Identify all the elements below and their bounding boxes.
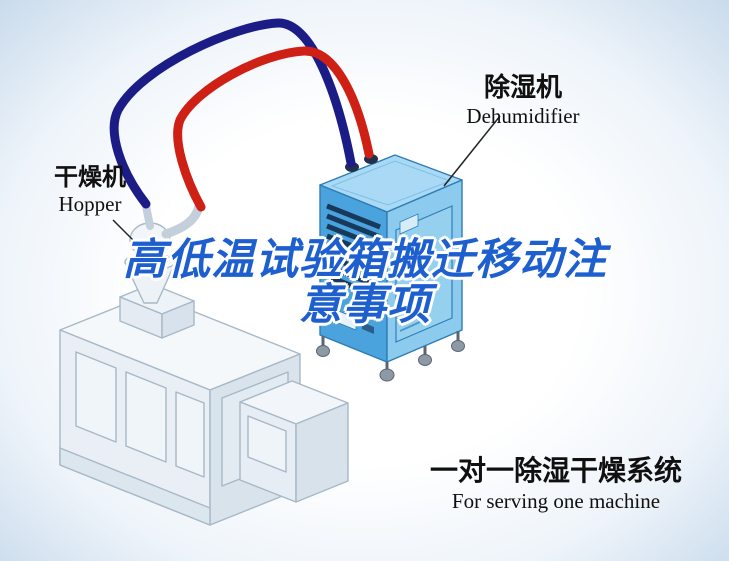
dehumidifier-door [395, 205, 453, 343]
hopper-label-zh: 干燥机 [54, 163, 126, 191]
red-return-hose [173, 46, 374, 212]
dehumidifier-callout: 除湿机 Dehumidifier [437, 73, 609, 129]
hopper-dryer-icon [119, 201, 204, 339]
hopper-pointer-line [112, 219, 141, 248]
page-title-line2: 意事项 [299, 280, 431, 331]
dehumidifier-label-zh: 除湿机 [483, 73, 562, 103]
dehumidifier-pointer-line [443, 115, 501, 187]
hopper-callout: 干燥机 Hopper [28, 163, 152, 217]
system-caption-en: For serving one machine [451, 488, 661, 513]
page-title: 高低温试验箱搬迁移动注 意事项 [95, 235, 635, 331]
dehumidifier-label-en: Dehumidifier [466, 103, 580, 128]
dehumidifier-machine-icon [316, 154, 465, 382]
door-handle [443, 259, 449, 265]
system-caption-zh: 一对一除湿干燥系统 [429, 454, 682, 487]
hopper-return-pipe [161, 201, 204, 239]
vent-grille [326, 203, 381, 300]
system-caption: 一对一除湿干燥系统 For serving one machine [396, 454, 716, 514]
page-title-line1: 高低温试验箱搬迁移动注 [123, 235, 607, 285]
caster-wheels [316, 331, 465, 382]
hopper-supply-pipe [142, 202, 154, 230]
extruder-machine-icon [59, 293, 349, 526]
hopper-label-en: Hopper [58, 191, 122, 216]
blue-supply-hose [109, 18, 356, 209]
